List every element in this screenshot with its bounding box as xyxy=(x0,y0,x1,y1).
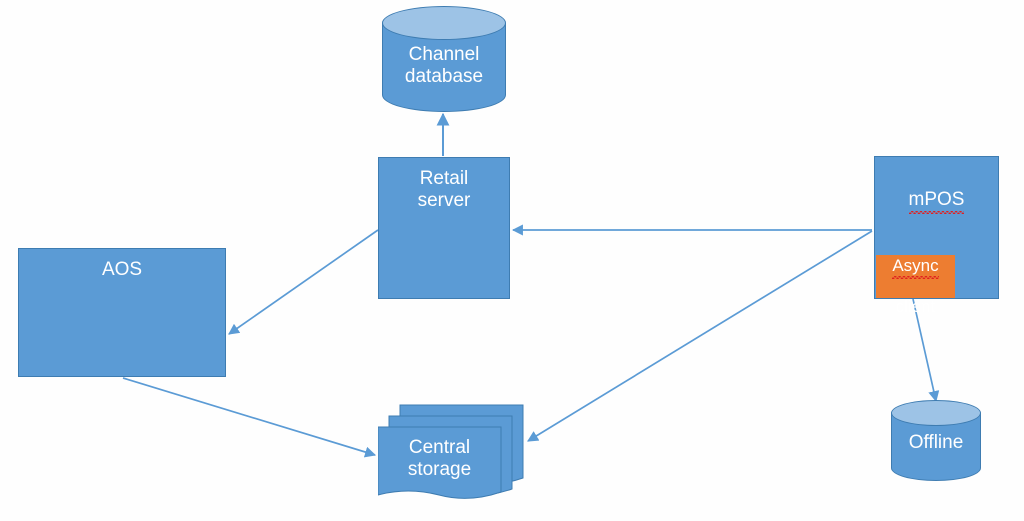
connector-mpos-to-central-storage xyxy=(527,230,873,442)
node-central-storage[interactable]: Central storage xyxy=(377,402,528,504)
connector-aos-to-central-storage xyxy=(122,377,377,458)
node-offline[interactable]: Offline xyxy=(891,400,981,481)
node-aos[interactable]: AOS xyxy=(18,248,226,377)
stack-layer-front xyxy=(377,426,502,499)
node-retail-server[interactable]: Retail server xyxy=(378,157,510,299)
cylinder-top xyxy=(891,400,981,426)
node-channel-database[interactable]: Channel database xyxy=(382,6,506,112)
node-label-async-client-line1: Async xyxy=(892,256,939,279)
connector-retail-server-to-aos xyxy=(228,229,379,335)
connector-async-client-to-offline xyxy=(912,298,940,403)
node-async-client[interactable]: Async client xyxy=(876,255,955,316)
node-label-mpos-text: mPOS xyxy=(908,189,965,215)
document-stack-shape xyxy=(377,404,524,499)
node-label-aos: AOS xyxy=(101,259,143,280)
node-label-retail-server: Retail server xyxy=(417,168,471,212)
cylinder-top xyxy=(382,6,506,40)
